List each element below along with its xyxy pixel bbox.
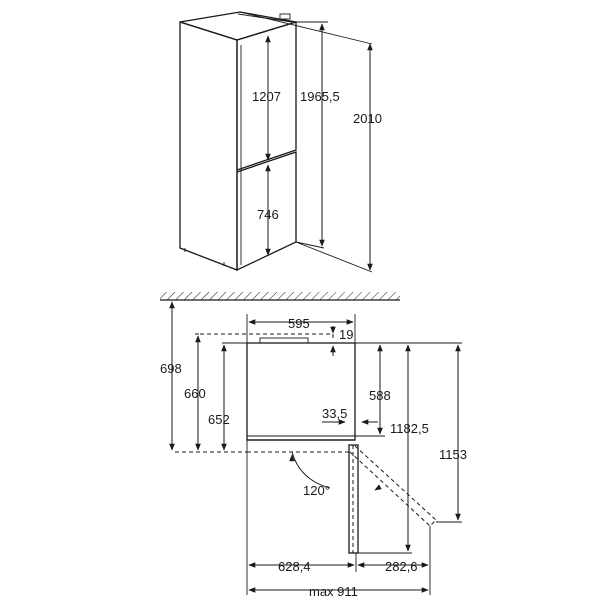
dim-gap-top: 19 [339,327,353,342]
fridge-body-plan [246,342,356,441]
dim-max: max 911 [309,584,358,599]
dim-628: 628,4 [278,559,311,574]
fridge-plan-view: 120° 595 19 698 660 652 588 33,5 [160,292,467,599]
dim-width: 595 [288,316,310,331]
dim-depth-652: 652 [208,412,230,427]
wall-hatch [160,292,400,300]
fridge-3d-view: 1207 746 1965,5 2010 [179,11,382,273]
dim-total-height: 2010 [353,111,382,126]
door-open-120 [349,445,437,527]
dim-door-offset: 33,5 [322,406,347,421]
dim-angle: 120° [303,483,330,498]
fridge-door-upper [236,21,297,171]
dim-588: 588 [369,388,391,403]
fridge-side-panel [179,21,238,271]
dim-depth-660: 660 [184,386,206,401]
dim-depth-total: 698 [160,361,182,376]
dim-door-upper: 1207 [252,89,281,104]
dim-1182: 1182,5 [390,421,429,436]
dim-body-height: 1965,5 [300,89,340,104]
dim-door-lower: 746 [257,207,279,222]
dim-1153: 1153 [439,447,467,462]
fridge-top-panel [179,11,297,41]
dim-282: 282,6 [385,559,418,574]
